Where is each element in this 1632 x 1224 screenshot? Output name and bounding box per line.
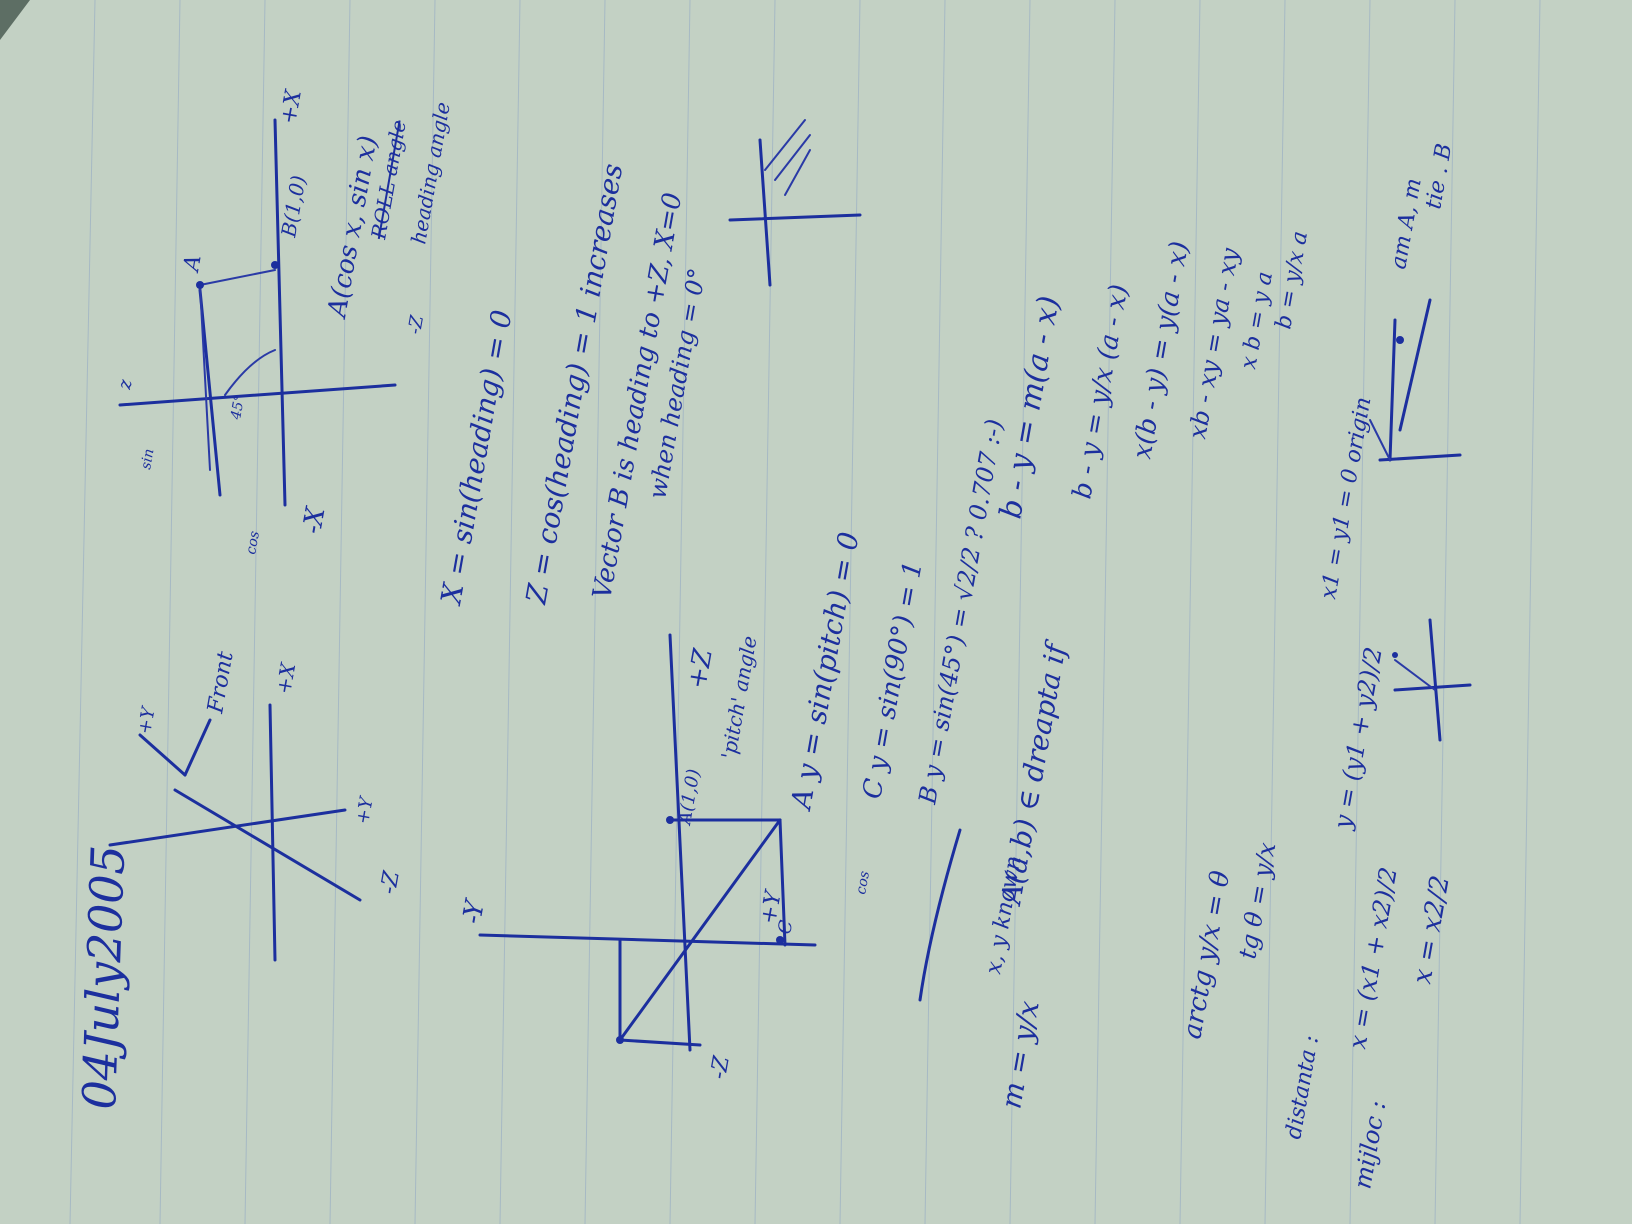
pitch-plus-y: +Y xyxy=(756,887,787,926)
heading-cos: cos xyxy=(243,530,263,556)
heading-plus-x: +X xyxy=(276,87,307,126)
heading-z: z xyxy=(114,377,137,391)
date-text: 04July2005 xyxy=(72,844,135,1110)
ruled-lines xyxy=(69,0,1541,1224)
pitch-point-c: C xyxy=(774,918,797,935)
pitch-plus-z: +Z xyxy=(682,646,719,691)
page-shadow xyxy=(0,0,30,40)
pitch-minus-z: -Z xyxy=(706,1054,735,1081)
heading-angle-45: 45° xyxy=(228,393,248,421)
top-plus-y2-label: +Y xyxy=(352,794,378,826)
top-plus-y-label: +Y xyxy=(134,704,160,736)
small-graph-right xyxy=(728,119,862,287)
plus-x-label: +X xyxy=(271,660,300,695)
heading-sin: sin xyxy=(138,448,157,471)
top-minus-z-label: -Z xyxy=(376,869,405,896)
heading-minus-z: -Z xyxy=(404,313,428,335)
bottom-sketches xyxy=(1369,298,1472,742)
point-a-label: A xyxy=(179,253,207,275)
date-note: 04July2005 xyxy=(72,844,135,1110)
pitch-cos: cos xyxy=(853,870,873,896)
